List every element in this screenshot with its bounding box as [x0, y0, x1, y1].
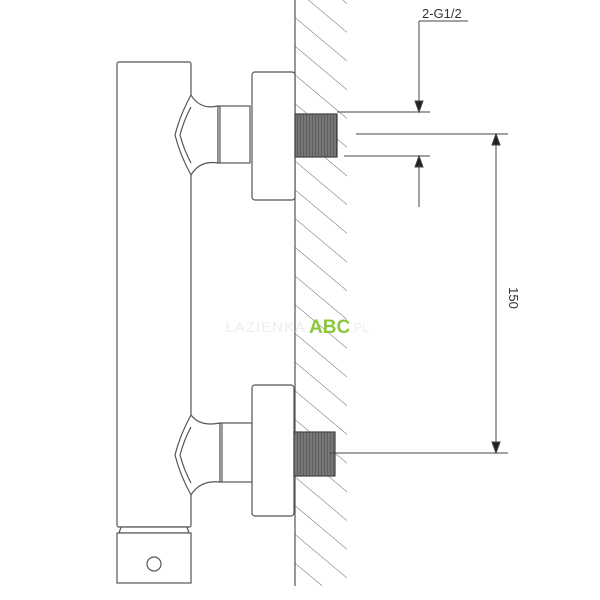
cap-screw-hole: [146, 556, 162, 572]
thread-dimension: [337, 20, 468, 207]
lower-connector: [174, 384, 336, 517]
spacing-label: 150: [506, 287, 521, 309]
svg-text:.PL: .PL: [350, 320, 370, 335]
wall-section: [294, 0, 347, 586]
upper-wall-flange: [251, 71, 296, 201]
thread-size-label: 2-G1/2: [422, 6, 462, 21]
lower-wall-flange: [251, 384, 295, 517]
lower-thread: [293, 431, 336, 477]
upper-thread: [294, 113, 338, 158]
upper-connector: [174, 71, 338, 201]
spacing-dimension: [330, 132, 508, 455]
watermark: ŁAZIENKA ABC .PL: [225, 317, 369, 338]
mixer-body: [116, 61, 192, 584]
svg-text:ABC: ABC: [309, 317, 350, 338]
svg-text:ŁAZIENKA: ŁAZIENKA: [225, 319, 306, 336]
